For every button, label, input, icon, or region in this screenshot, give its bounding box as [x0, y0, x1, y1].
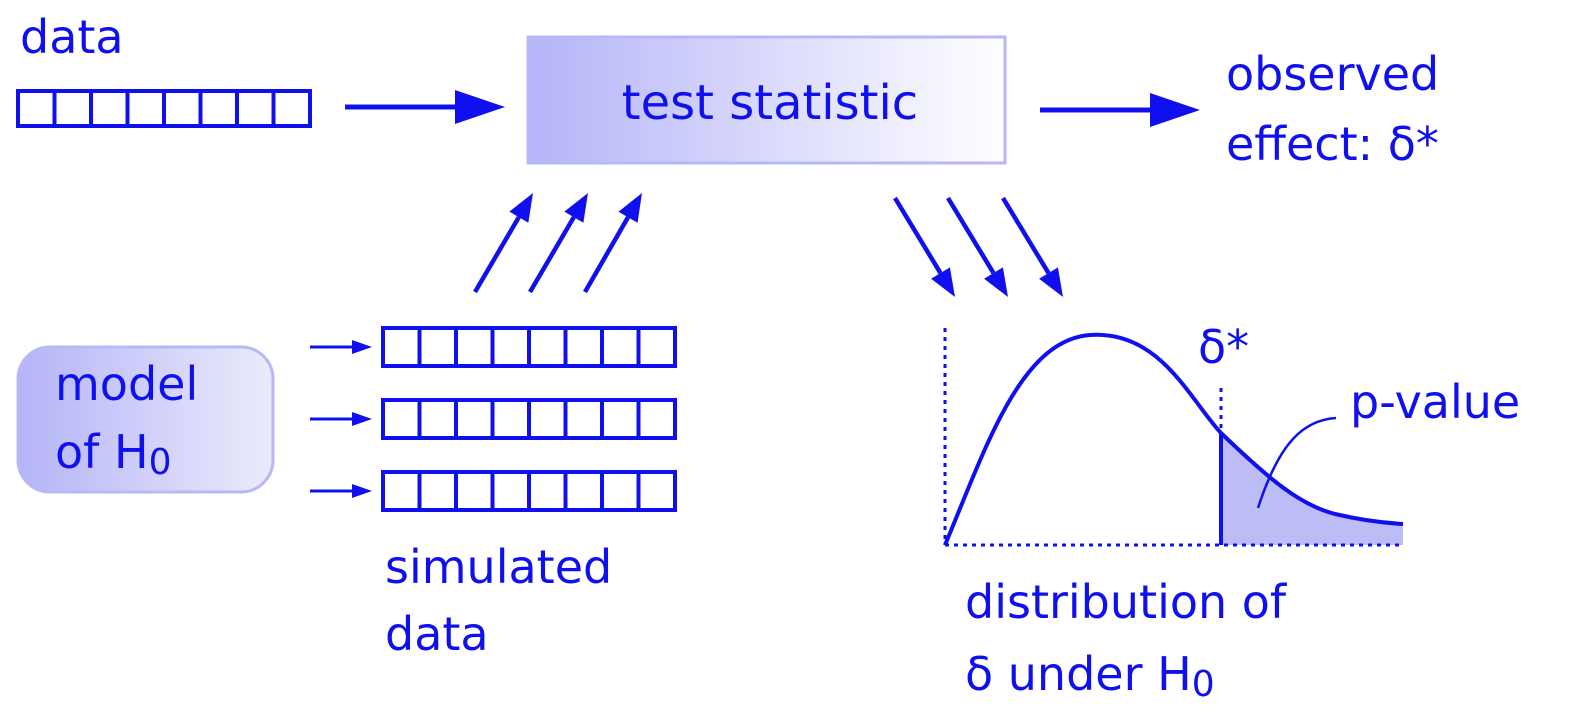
arrow-data-to-statistic: [345, 90, 505, 124]
data-label: data: [20, 10, 124, 64]
simulated-label-line2: data: [385, 607, 489, 661]
model-label-line2: of H0: [55, 425, 171, 483]
small-arrow-to-row: [310, 484, 372, 498]
up-arrow: [528, 193, 588, 294]
down-arrow: [893, 196, 955, 297]
up-arrow: [583, 193, 642, 294]
up-arrow: [473, 193, 533, 294]
distribution-label-line1: distribution of: [965, 575, 1288, 629]
p-value-label: p-value: [1350, 375, 1520, 429]
small-arrow-to-row: [310, 412, 372, 426]
simulated-data-row: [381, 470, 677, 512]
null-distribution-plot: [943, 328, 1404, 547]
p-value-pointer: [1256, 416, 1337, 509]
observed-data-strip: [16, 89, 312, 128]
small-arrow-to-row: [310, 340, 372, 354]
arrow-statistic-to-observed: [1040, 93, 1200, 127]
simulated-data-row: [381, 398, 677, 440]
arrows-simulated-to-statistic: [473, 193, 642, 294]
test-statistic-box: test statistic: [526, 35, 1007, 165]
p-value-area: [1221, 433, 1403, 545]
model-h0-box: model of H0: [16, 345, 275, 494]
delta-star-label: δ*: [1198, 320, 1249, 374]
model-label-line1: model: [55, 357, 198, 411]
observed-data-cells: [16, 89, 312, 128]
distribution-curve: [943, 332, 1404, 546]
simulated-label-line1: simulated: [385, 540, 612, 594]
simulated-data-strips: [310, 326, 677, 512]
simulated-data-row: [381, 326, 677, 368]
observed-effect-line1: observed: [1226, 47, 1439, 101]
down-arrow: [1001, 196, 1063, 297]
arrows-statistic-to-distribution: [893, 196, 1063, 297]
test-statistic-label: test statistic: [622, 75, 918, 131]
down-arrow: [946, 196, 1008, 297]
distribution-label-line2: δ under H0: [965, 647, 1215, 705]
observed-effect-line2: effect: δ*: [1226, 117, 1439, 171]
